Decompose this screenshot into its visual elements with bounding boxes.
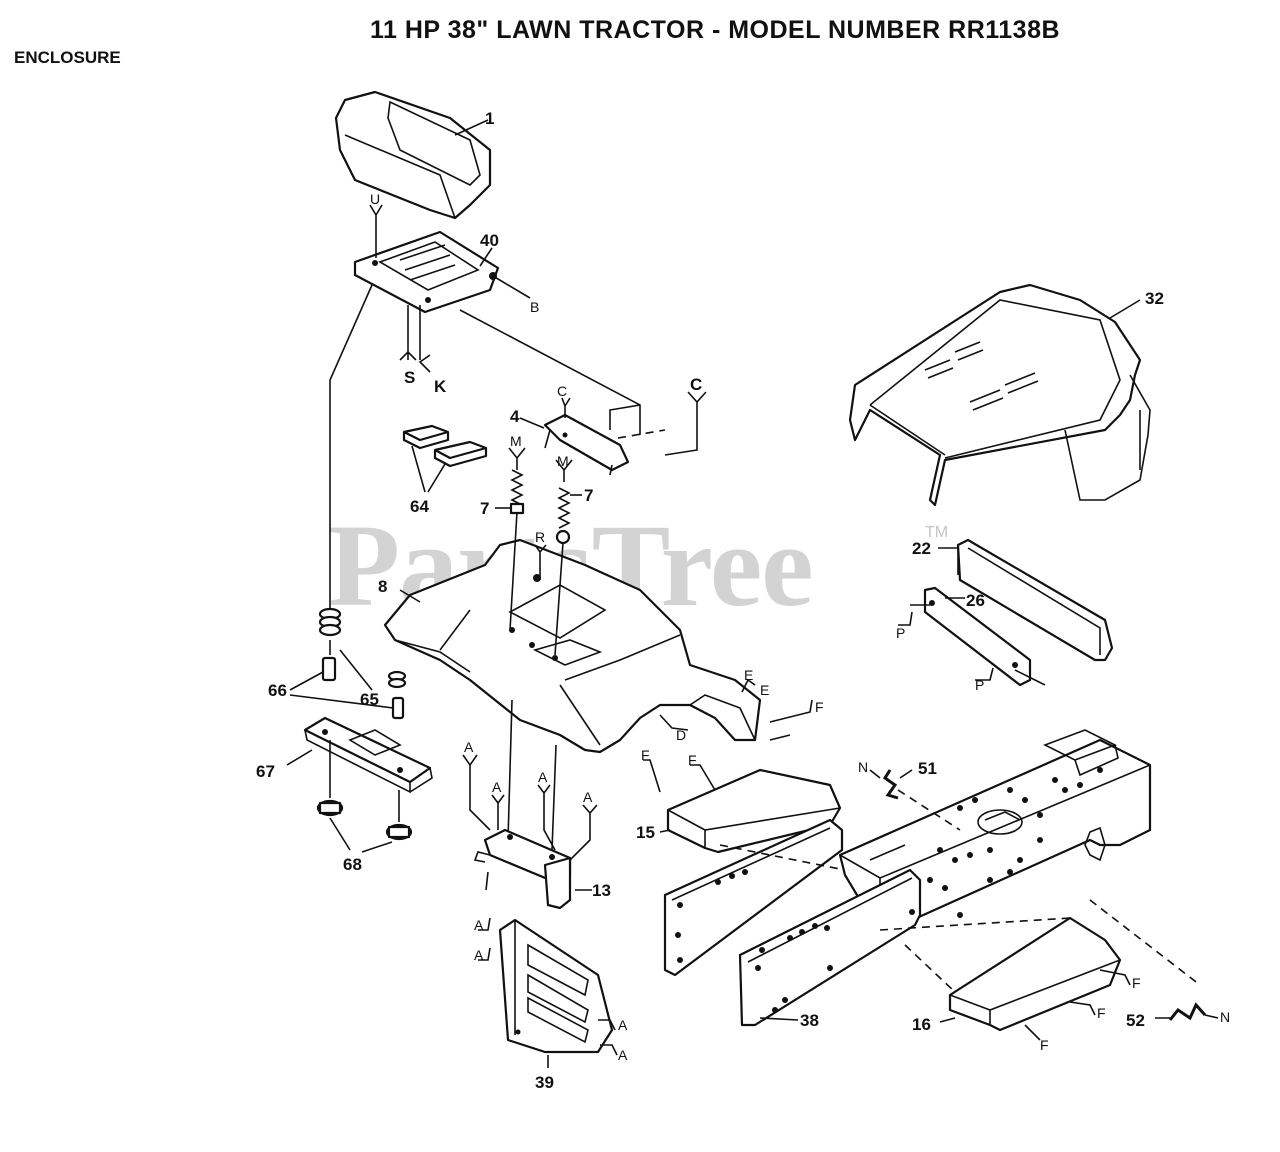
- connector-line: [1089, 899, 1201, 986]
- part-seat[interactable]: 1: [334, 90, 494, 220]
- part-footrest-left[interactable]: 15 F F F: [636, 699, 842, 854]
- part-spring-left[interactable]: M 7: [480, 433, 526, 518]
- part-pivot-pins[interactable]: 66: [268, 656, 405, 720]
- label-8: 8: [378, 577, 387, 596]
- connector-line: [507, 699, 513, 841]
- label-16: 16: [912, 1015, 931, 1034]
- part-seat-bracket-plate[interactable]: 67: [256, 716, 433, 794]
- label-32: 32: [1145, 289, 1164, 308]
- label-4: 4: [510, 407, 520, 426]
- svg-text:F: F: [1097, 1005, 1106, 1021]
- svg-text:M: M: [510, 433, 522, 449]
- label-51: 51: [918, 759, 937, 778]
- svg-text:C: C: [690, 375, 702, 394]
- svg-text:A: A: [492, 779, 502, 795]
- part-dash-plate[interactable]: 26 P P: [896, 586, 1046, 693]
- svg-text:F: F: [1132, 975, 1141, 991]
- label-68: 68: [343, 855, 362, 874]
- watermark-trademark: TM: [925, 524, 949, 541]
- svg-text:D: D: [676, 727, 686, 743]
- part-seat-bracket[interactable]: 4 C: [510, 383, 666, 476]
- svg-text:K: K: [434, 377, 447, 396]
- label-64: 64: [410, 497, 429, 516]
- label-38: 38: [800, 1011, 819, 1030]
- part-seat-pan[interactable]: 40 B: [353, 230, 539, 315]
- connector-line: [329, 284, 373, 610]
- part-hood[interactable]: 32: [848, 283, 1164, 507]
- part-fender-bracket[interactable]: 13: [473, 828, 611, 910]
- part-fender[interactable]: 8 R D E E: [378, 529, 769, 754]
- ref-A-markers-13: A A A A: [462, 739, 598, 861]
- svg-text:M: M: [557, 453, 569, 469]
- svg-text:F: F: [1040, 1037, 1049, 1053]
- svg-text:N: N: [1220, 1009, 1230, 1025]
- ref-B: B: [530, 299, 539, 315]
- connector-line: [509, 511, 518, 631]
- svg-text:E: E: [760, 682, 769, 698]
- svg-text:F: F: [641, 747, 650, 763]
- svg-text:U: U: [370, 191, 380, 207]
- connector-line: [459, 309, 641, 435]
- label-40: 40: [480, 231, 499, 250]
- label-13: 13: [592, 881, 611, 900]
- svg-text:E: E: [744, 667, 753, 683]
- connector-line: [551, 744, 557, 851]
- svg-text:R: R: [535, 529, 545, 545]
- part-bushings[interactable]: 68: [316, 740, 413, 874]
- svg-text:A: A: [583, 789, 593, 805]
- svg-text:P: P: [896, 625, 905, 641]
- label-39: 39: [535, 1073, 554, 1092]
- svg-text:A: A: [464, 739, 474, 755]
- ref-C-marker: C: [664, 375, 707, 456]
- page-title: 11 HP 38" LAWN TRACTOR - MODEL NUMBER RR…: [370, 16, 1061, 44]
- part-spring-right[interactable]: M 7: [555, 453, 593, 545]
- svg-text:N: N: [858, 759, 868, 775]
- connector-line: [719, 844, 846, 871]
- part-footrest-right[interactable]: 16 F F F: [879, 916, 1141, 1053]
- label-7b: 7: [584, 486, 593, 505]
- svg-text:A: A: [474, 947, 484, 963]
- section-label: ENCLOSURE: [14, 48, 121, 67]
- svg-text:P: P: [975, 677, 984, 693]
- ref-A-markers-39: A A A A: [474, 917, 628, 1063]
- part-frame-left-rail[interactable]: [663, 818, 844, 977]
- label-7a: 7: [480, 499, 489, 518]
- connector-line: [554, 542, 564, 656]
- svg-text:A: A: [618, 1017, 628, 1033]
- svg-text:F: F: [688, 752, 697, 768]
- part-dash-panel[interactable]: 22: [912, 538, 1114, 662]
- ref-U-marker: U: [369, 191, 383, 258]
- svg-text:A: A: [618, 1047, 628, 1063]
- svg-text:S: S: [404, 368, 415, 387]
- svg-text:A: A: [538, 769, 548, 785]
- label-67: 67: [256, 762, 275, 781]
- part-bumper-pads[interactable]: 64: [402, 424, 488, 516]
- part-retainer-clip-52[interactable]: 52 N: [1126, 1002, 1230, 1030]
- svg-text:A: A: [474, 917, 484, 933]
- label-15: 15: [636, 823, 655, 842]
- label-52: 52: [1126, 1011, 1145, 1030]
- label-26: 26: [966, 591, 985, 610]
- label-66: 66: [268, 681, 287, 700]
- part-rear-panel[interactable]: 39: [498, 918, 614, 1092]
- ref-S-K-markers: S K: [399, 305, 447, 396]
- part-frame-right-rail[interactable]: 38: [738, 868, 922, 1030]
- svg-text:F: F: [815, 699, 824, 715]
- label-1: 1: [485, 109, 494, 128]
- part-retainer-clip-51[interactable]: N 51: [858, 759, 961, 831]
- svg-text:C: C: [557, 383, 567, 399]
- label-22: 22: [912, 539, 931, 558]
